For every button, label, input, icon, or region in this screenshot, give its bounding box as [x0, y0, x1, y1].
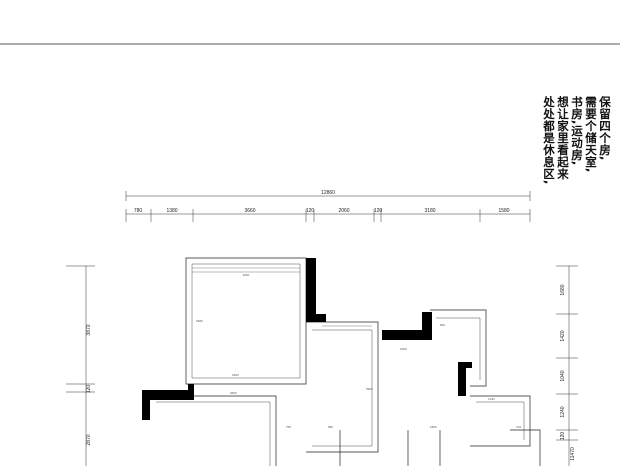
- room-label-6: 1600: [400, 347, 407, 351]
- room-label-5: 900: [440, 323, 445, 327]
- note-line-4: 处处都是休息区,: [542, 96, 556, 185]
- left-dimension-1: 120: [86, 385, 92, 394]
- segment-dimension-line: [125, 209, 531, 222]
- wall-outlines: [150, 257, 541, 466]
- right-dimension-5: 11470: [570, 447, 576, 461]
- top-dimension-3: 120: [306, 208, 315, 214]
- overall-dimension: [125, 191, 531, 201]
- right-dimension-2: 1040: [560, 370, 566, 381]
- room-label-9: 950: [328, 425, 333, 429]
- right-dimension-0: 1680: [560, 284, 566, 295]
- note-line-1: 需要个储天室,: [584, 96, 598, 173]
- solid-walls: [142, 258, 472, 420]
- top-dimension-5: 120: [374, 208, 383, 214]
- right-dimension-3: 1240: [560, 406, 566, 417]
- left-dimension-0: 3870: [86, 324, 92, 335]
- top-dimension-0: 780: [134, 208, 143, 214]
- design-note: 保留四个房, 需要个储天室, 书房,运动房, 想让家里看起来 处处都是休息区,: [542, 96, 612, 185]
- left-dimension-2: 2870: [86, 434, 92, 445]
- top-dimension-4: 2060: [338, 208, 349, 214]
- top-dimension-7: 1580: [498, 208, 509, 214]
- room-label-3: 5900: [366, 387, 373, 391]
- room-label-4: 3660: [230, 391, 237, 395]
- note-line-3: 想让家里看起来: [556, 96, 570, 180]
- note-line-0: 保留四个房,: [598, 96, 612, 161]
- right-dimension-1: 1420: [560, 330, 566, 341]
- top-dimension-6: 3180: [424, 208, 435, 214]
- room-label-1: 2980: [196, 319, 203, 323]
- room-label-0: 3660: [243, 273, 250, 277]
- top-dimension-2: 3660: [244, 208, 255, 214]
- right-dimension-4: 120: [560, 432, 566, 441]
- note-line-2: 书房,运动房,: [570, 96, 584, 166]
- top-dimension-1: 1380: [166, 208, 177, 214]
- room-label-10: 1800: [430, 425, 437, 429]
- room-label-2: 1800: [232, 373, 239, 377]
- room-label-7: 1290: [488, 397, 495, 401]
- overall-dimension-label: 12860: [321, 190, 335, 196]
- left-dimension-line: [66, 265, 95, 466]
- room-label-8: 750: [286, 425, 291, 429]
- right-dimension-line: [556, 265, 578, 466]
- room-label-11: 720: [516, 425, 521, 429]
